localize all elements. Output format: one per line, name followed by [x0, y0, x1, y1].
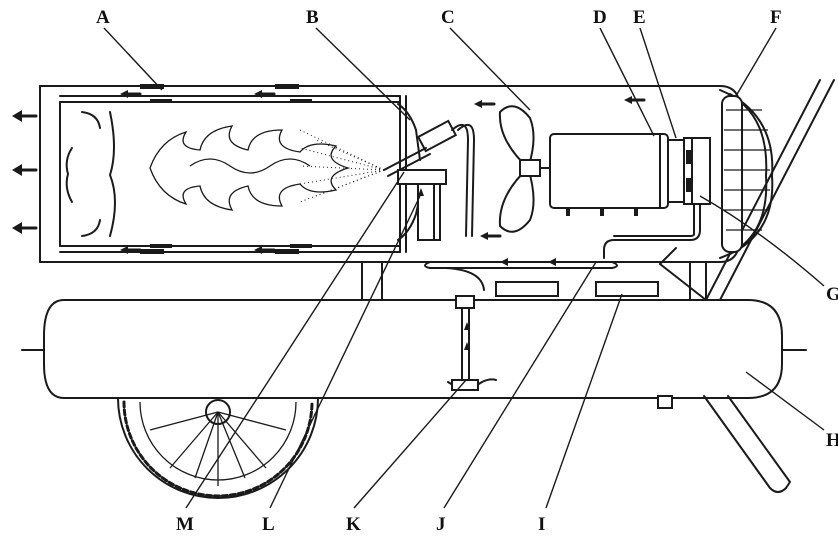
nozzle-assembly	[383, 103, 475, 241]
fuel-tank	[21, 299, 807, 409]
label-d: D	[593, 7, 607, 28]
fuel-pickup-tube	[447, 295, 497, 391]
label-g: G	[826, 284, 838, 305]
fuel-spray	[299, 129, 385, 203]
airflow-arrows	[120, 90, 646, 254]
fuel-line	[424, 258, 659, 297]
label-h: H	[826, 430, 838, 451]
label-l: L	[262, 514, 275, 535]
hot-air-outflow-arrows	[12, 110, 38, 234]
air-intake-guard	[719, 89, 774, 259]
label-i: I	[538, 514, 545, 535]
leader-lines	[103, 27, 825, 509]
fan-blade	[498, 105, 553, 233]
label-a: A	[96, 7, 110, 28]
motor	[549, 133, 685, 216]
tank-support	[361, 261, 707, 301]
label-c: C	[441, 7, 455, 28]
label-m: M	[176, 514, 194, 535]
label-e: E	[633, 7, 646, 28]
label-k: K	[346, 514, 361, 535]
pump-filter	[603, 137, 711, 259]
label-f: F	[770, 7, 782, 28]
label-b: B	[306, 7, 319, 28]
wheel	[117, 397, 319, 499]
label-j: J	[436, 514, 446, 535]
